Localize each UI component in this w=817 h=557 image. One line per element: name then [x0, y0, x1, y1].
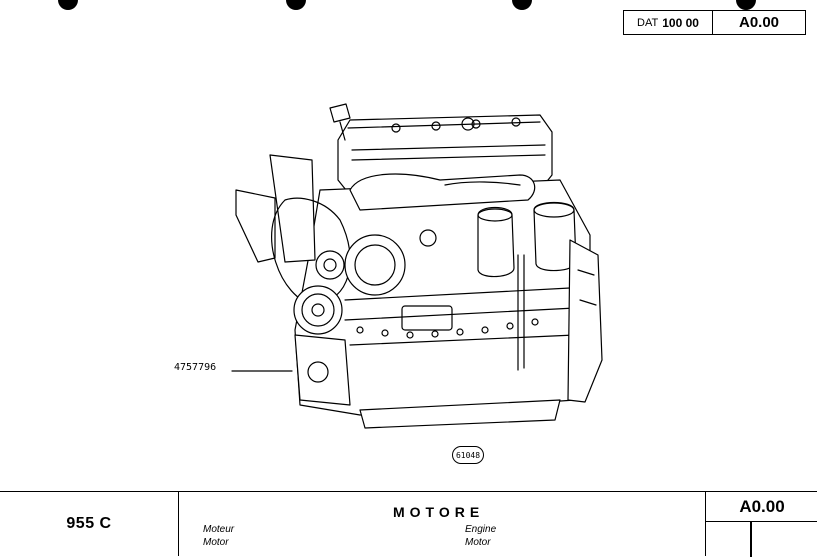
ref-prefix: DAT: [637, 16, 659, 29]
figure-number-badge: 61048: [452, 446, 484, 464]
ref-code: 100 00: [662, 15, 699, 30]
part-number-label: 4757796: [174, 362, 217, 373]
title-english: Engine: [465, 524, 497, 535]
title-german-right: Motor: [465, 537, 491, 548]
ref-code-cell: DAT 100 00: [624, 11, 713, 34]
title-german-left: Motor: [203, 537, 229, 548]
model-number: 955 C: [0, 492, 179, 556]
binder-hole-1: [58, 0, 78, 10]
sheet-code-bottom: A0.00: [706, 492, 817, 522]
section-title: MOTORE: [393, 504, 485, 520]
title-french: Moteur: [203, 524, 235, 535]
reference-table: DAT 100 00 A0.00: [623, 10, 806, 35]
binder-hole-2: [286, 0, 306, 10]
sheet-code-box: A0.00: [705, 492, 817, 557]
sheet-code-top: A0.00: [738, 14, 780, 31]
footer-title-block: 955 C MOTORE Moteur Motor Engine Motor A…: [0, 491, 817, 557]
binder-hole-3: [512, 0, 532, 10]
binder-hole-4: [736, 0, 756, 10]
sheet-code-divider: [750, 522, 752, 557]
